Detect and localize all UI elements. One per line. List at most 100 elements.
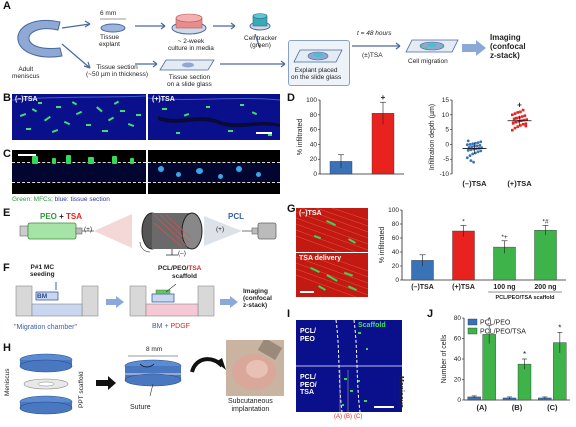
region-a-label: (A) [334,414,342,420]
g-ytick-label-0: 0 [395,277,399,284]
g-ylabel: % infiltrated [379,227,386,264]
micrograph-b-left: (–)TSA [12,94,146,140]
bm-label: BM [37,293,48,300]
d1-ytick-label-0: 0 [313,171,317,178]
g-annot-1: * [462,218,465,225]
panel-label-a: A [3,0,11,12]
scale-bar-c [18,154,36,156]
pcl-label: PCL [228,212,244,221]
micrograph-g-bottom: TSA delivery [296,253,368,297]
panel-label-h: H [3,342,11,354]
g-ytick-label-4: 80 [392,221,400,228]
panel-label-d: D [287,92,295,104]
stack-assembled [124,355,182,397]
d2-xlabel-0: (–)TSA [462,179,487,188]
j-ytick-label-4: 80 [454,315,462,322]
d2-point-0-19 [471,142,475,146]
d2-point-1-18 [513,112,517,115]
j-annot-0: * [488,316,491,325]
d2-point-1-7 [514,120,518,124]
arrow-f-2 [220,296,238,308]
implantation-label: Subcutaneous implantation [228,398,273,413]
d2-xlabel-1: (+)TSA [507,179,532,188]
j-annot-1: * [523,350,526,359]
d2-point-1-0 [511,128,514,132]
migration-chamber-right [129,283,215,317]
d2-point-0-1 [468,154,472,158]
d2-ylabel: Infiltration depth (µm) [429,104,436,170]
micrograph-b-right-label: (+)TSA [152,96,175,103]
d2-point-0-25 [472,160,475,164]
d1-ytick-label-4: 80 [310,112,318,119]
d2-ytick-label-1: -5 [443,156,449,163]
suture-label: Suture [130,404,151,411]
tsa-text: TSA [66,212,83,221]
slide-glass-icon [159,59,215,71]
d1-ytick-label-1: 20 [310,156,318,163]
meniscus-label-i: Meniscus [397,376,404,408]
scaffold-label-f2: scaffold [172,273,197,280]
d2-point-1-3 [519,124,522,127]
meniscus-label-h: Meniscus [4,368,11,396]
legend-green-text: Green: MFCs [12,196,52,203]
positive-right: (+) [216,226,225,233]
d2-point-0-7 [469,148,473,152]
j-xlabel-1: (B) [512,403,523,412]
scaffold-text-a: PCL/PEO/ [158,265,189,272]
d2-ytick-label-3: 5 [445,127,449,134]
d2-point-1-1 [513,126,517,130]
scale-bar-b [256,132,272,134]
dim-6mm-label: 6 mm [100,10,117,17]
adult-meniscus-label: Adult meniscus [12,66,40,81]
negative-label: (–) [178,250,186,257]
d2-point-1-20 [519,110,522,114]
imaging-label-f: Imaging (confocal z-stack) [243,288,272,310]
j-ytick-label-2: 40 [454,356,462,363]
micrograph-c-right [148,150,280,194]
panel-label-b: B [3,92,11,104]
g-ytick-label-3: 60 [392,235,400,242]
panel-c-legend: Green: MFCs; blue: tissue section [12,196,110,203]
g-annot-3: *# [542,218,549,225]
scale-bar-g [300,291,314,293]
scaffold-text-b: TSA [188,265,202,272]
micrograph-b-right: (+)TSA [148,94,280,140]
g-group-label: PCL/PEO/TSA scaffold [495,295,554,301]
d2-ytick-label-0: -10 [440,171,450,178]
j-bar-1-1 [517,363,532,401]
d2-point-1-22 [524,124,528,128]
peo-tsa-label: PEO + TSA [40,212,83,222]
g-xlabel-3: 200 ng [534,284,556,291]
j-legend-swatch-0 [467,318,478,326]
d2-point-0-17 [465,143,469,147]
d2-point-1-23 [511,122,515,125]
j-ytick-label-0: 0 [457,397,461,404]
micrograph-g-bottom-label: TSA delivery [299,255,342,262]
bm-pdgf-label: BM + PDGF [152,323,190,331]
bm-pdgf-text-b: PDGF [170,323,190,330]
micrograph-i: PCL/ PEO PCL/ PEO/ TSA Scaffold [296,320,402,412]
peo-text: PEO [40,212,57,221]
implantation-photo [226,340,284,396]
tissue-section-label: Tissue section (~50 µm in thickness) [86,64,149,79]
j-xlabel-2: (C) [547,403,558,412]
d2-point-1-15 [520,115,524,118]
d1-ytick-label-5: 100 [306,97,317,104]
arrow-h [96,376,116,390]
stack-exploded [19,353,73,415]
j-ytick-label-3: 60 [454,336,462,343]
cell-migration-icon [405,39,459,53]
electrospinning-setup [19,212,277,256]
region-b-label: (B) [344,414,352,420]
d2-point-1-8 [517,120,520,123]
d2-point-0-16 [478,143,482,147]
g-xlabel-1: (+)TSA [452,284,475,291]
ppt-scaffold-label: PPT scaffold [78,371,85,408]
explant-on-slide-icon [293,49,343,63]
panel-label-i: I [287,308,291,320]
